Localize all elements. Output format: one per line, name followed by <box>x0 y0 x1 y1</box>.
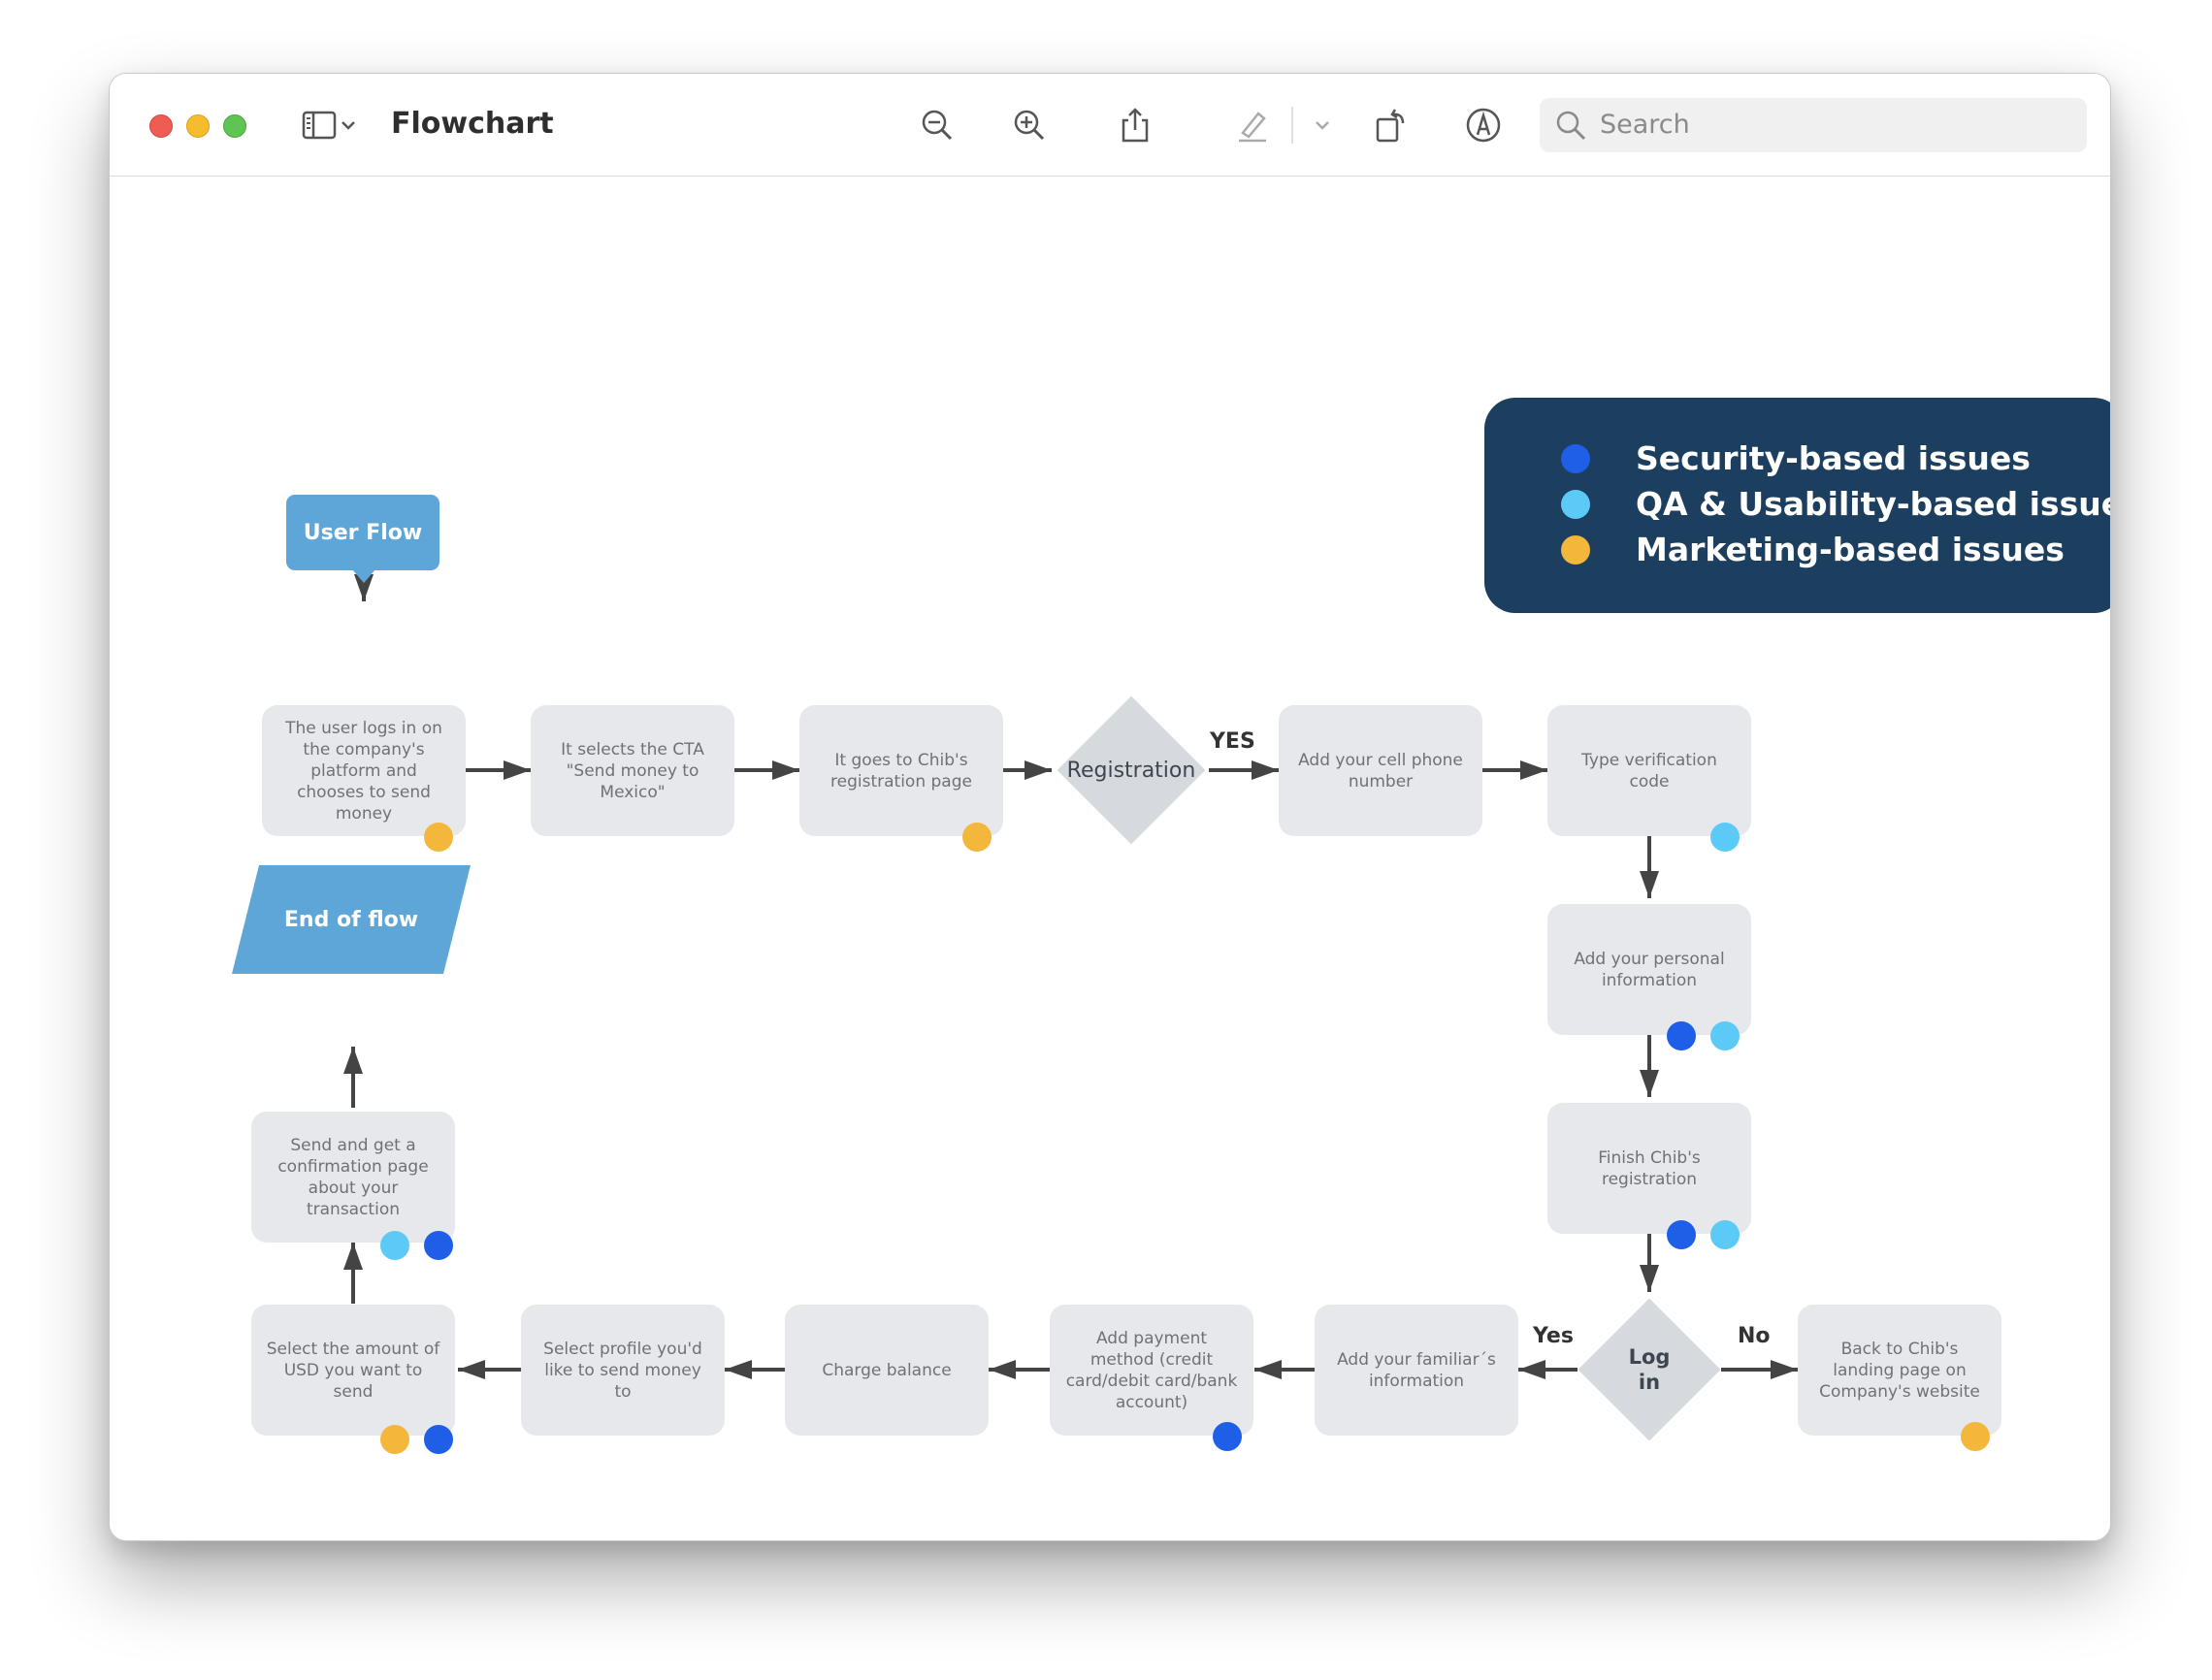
edge-label-no: No <box>1738 1324 1771 1348</box>
rotate-button[interactable] <box>1369 103 1414 147</box>
legend: Security-based issues QA & Usability-bas… <box>1484 398 2111 613</box>
highlight-menu-button[interactable] <box>1309 103 1336 147</box>
window-title: Flowchart <box>391 107 554 141</box>
step-node-4: Add your cell phone number <box>1279 705 1482 836</box>
step-node-11: Charge balance <box>785 1305 989 1436</box>
zoom-out-button[interactable] <box>915 103 960 147</box>
end-node-shape <box>232 865 471 974</box>
step-node-6: Add your personal information <box>1547 904 1751 1035</box>
qa-issue-dot <box>1710 823 1740 852</box>
step-text: Add your familiar´s information <box>1337 1349 1496 1391</box>
sidebar-icon <box>302 111 337 140</box>
decision-label: Registration <box>1066 758 1196 783</box>
login-decision: Log in <box>1578 1298 1721 1441</box>
step-text: Add your personal information <box>1574 949 1725 990</box>
start-node: User Flow <box>286 495 439 570</box>
qa-issue-dot <box>1710 1021 1740 1050</box>
zoom-window-button[interactable] <box>223 114 246 138</box>
step-node-9: Add your familiar´s information <box>1315 1305 1518 1436</box>
step-text: Select profile you'd like to send money … <box>543 1339 702 1402</box>
share-button[interactable] <box>1113 103 1157 147</box>
step-node-7: Finish Chib's registration <box>1547 1103 1751 1234</box>
app-window: Flowchart <box>109 73 2111 1541</box>
flowchart-canvas: Security-based issues QA & Usability-bas… <box>110 177 2110 1540</box>
step-text: Back to Chib's landing page on Company's… <box>1819 1339 1980 1402</box>
legend-item-marketing: Marketing-based issues <box>1484 528 2110 572</box>
legend-item-security: Security-based issues <box>1484 436 2110 481</box>
start-node-pointer <box>352 569 375 583</box>
markup-icon <box>1466 108 1501 143</box>
step-text: Select the amount of USD you want to sen… <box>266 1339 440 1402</box>
chevron-down-icon <box>1316 121 1329 130</box>
step-text: It selects the CTA "Send money to Mexico… <box>561 739 704 802</box>
marketing-issue-dot <box>424 823 453 852</box>
zoom-in-button[interactable] <box>1007 103 1052 147</box>
step-text: Send and get a confirmation page about y… <box>277 1135 429 1219</box>
step-node-5: Type verification code <box>1547 705 1751 836</box>
marketing-issue-dot <box>1961 1422 1990 1451</box>
share-icon <box>1122 108 1149 143</box>
minimize-window-button[interactable] <box>186 114 210 138</box>
security-issue-dot <box>1213 1422 1242 1451</box>
marketing-dot-icon <box>1561 535 1590 565</box>
marketing-issue-dot <box>380 1425 409 1454</box>
highlight-button[interactable] <box>1230 103 1275 147</box>
legend-label: QA & Usability-based issues <box>1636 485 2111 523</box>
decision-label: Log in <box>1628 1345 1671 1394</box>
legend-item-qa: QA & Usability-based issues <box>1484 482 2111 527</box>
rotate-icon <box>1376 109 1405 143</box>
step-text: Add your cell phone number <box>1298 750 1463 792</box>
step-node-1: The user logs in on the company's platfo… <box>262 705 466 836</box>
end-node: End of flow <box>232 865 471 974</box>
step-text: The user logs in on the company's platfo… <box>285 718 442 824</box>
sidebar-menu-button[interactable] <box>337 103 360 147</box>
security-dot-icon <box>1561 444 1590 473</box>
sidebar-toggle-button[interactable] <box>297 103 342 147</box>
zoom-in-icon <box>1014 110 1045 141</box>
step-node-2: It selects the CTA "Send money to Mexico… <box>531 705 734 836</box>
registration-decision: Registration <box>1056 695 1207 845</box>
highlight-pen-icon <box>1239 112 1266 143</box>
step-node-10: Add payment method (credit card/debit ca… <box>1050 1305 1253 1436</box>
step-text: Add payment method (credit card/debit ca… <box>1065 1328 1238 1412</box>
marketing-issue-dot <box>962 823 992 852</box>
qa-issue-dot <box>380 1231 409 1260</box>
zoom-out-icon <box>922 110 953 141</box>
search-placeholder: Search <box>1600 110 1690 140</box>
search-field[interactable]: Search <box>1540 98 2087 152</box>
step-node-14: Send and get a confirmation page about y… <box>251 1112 455 1243</box>
end-label: End of flow <box>283 907 419 932</box>
security-issue-dot <box>424 1425 453 1454</box>
step-node-3: It goes to Chib's registration page <box>799 705 1003 836</box>
markup-button[interactable] <box>1461 103 1506 147</box>
qa-issue-dot <box>1710 1220 1740 1249</box>
chevron-down-icon <box>342 121 355 130</box>
step-node-12: Select profile you'd like to send money … <box>521 1305 725 1436</box>
edge-label-yes: Yes <box>1533 1324 1574 1348</box>
step-node-13: Select the amount of USD you want to sen… <box>251 1305 455 1436</box>
legend-label: Marketing-based issues <box>1636 531 2065 568</box>
security-issue-dot <box>1667 1021 1696 1050</box>
toolbar-separator <box>1291 107 1293 144</box>
step-text: It goes to Chib's registration page <box>830 750 972 792</box>
step-text: Charge balance <box>822 1360 952 1380</box>
step-text: Type verification code <box>1581 750 1717 792</box>
search-icon <box>1556 111 1586 141</box>
title-bar: Flowchart <box>110 74 2110 177</box>
edge-label-yes: YES <box>1210 729 1255 754</box>
start-label: User Flow <box>303 520 423 545</box>
security-issue-dot <box>424 1231 453 1260</box>
qa-dot-icon <box>1561 490 1590 519</box>
flow-arrows <box>343 570 1798 1379</box>
step-text: Finish Chib's registration <box>1598 1147 1701 1189</box>
close-window-button[interactable] <box>149 114 173 138</box>
security-issue-dot <box>1667 1220 1696 1249</box>
legend-label: Security-based issues <box>1636 439 2031 477</box>
step-node-8: Back to Chib's landing page on Company's… <box>1798 1305 2001 1436</box>
